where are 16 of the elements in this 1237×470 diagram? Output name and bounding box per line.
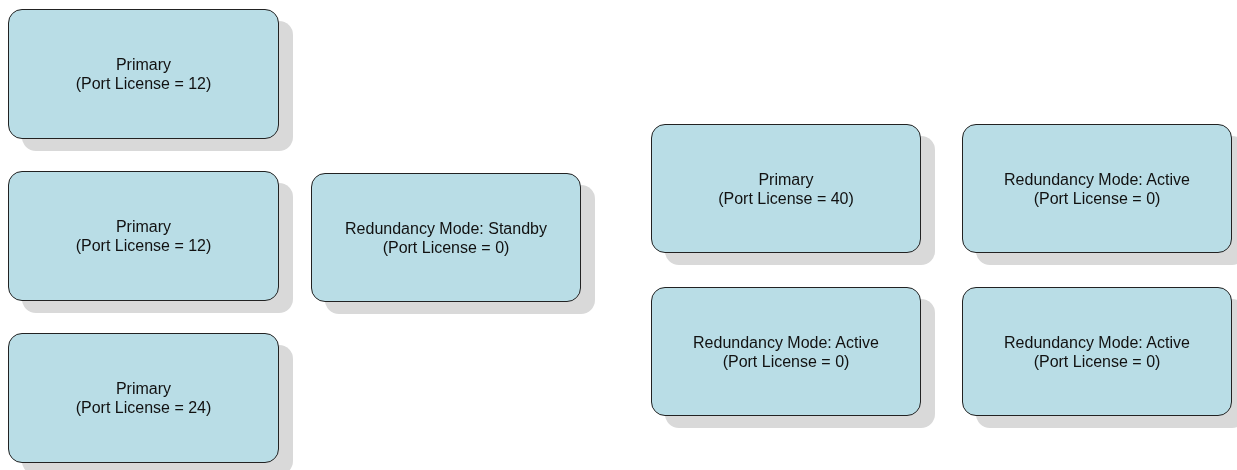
- box-title: Redundancy Mode: Active: [1004, 169, 1190, 189]
- box-title: Primary: [115, 217, 172, 236]
- box-title: Redundancy Mode: Standby: [345, 218, 547, 238]
- box-detail: (Port License = 0): [382, 237, 510, 257]
- box-detail: (Port License = 24): [75, 398, 212, 417]
- box-title: Primary: [758, 169, 814, 189]
- box-title: Primary: [115, 55, 172, 74]
- box-detail: (Port License = 0): [722, 351, 850, 371]
- box-title: Redundancy Mode: Active: [693, 332, 879, 352]
- box-detail: (Port License = 40): [718, 188, 854, 208]
- box-detail: (Port License = 12): [75, 236, 212, 255]
- box-title: Redundancy Mode: Active: [1004, 332, 1190, 352]
- box-title: Primary: [115, 379, 172, 398]
- box-detail: (Port License = 12): [75, 74, 212, 93]
- box-detail: (Port License = 0): [1033, 188, 1161, 208]
- box-detail: (Port License = 0): [1033, 351, 1161, 371]
